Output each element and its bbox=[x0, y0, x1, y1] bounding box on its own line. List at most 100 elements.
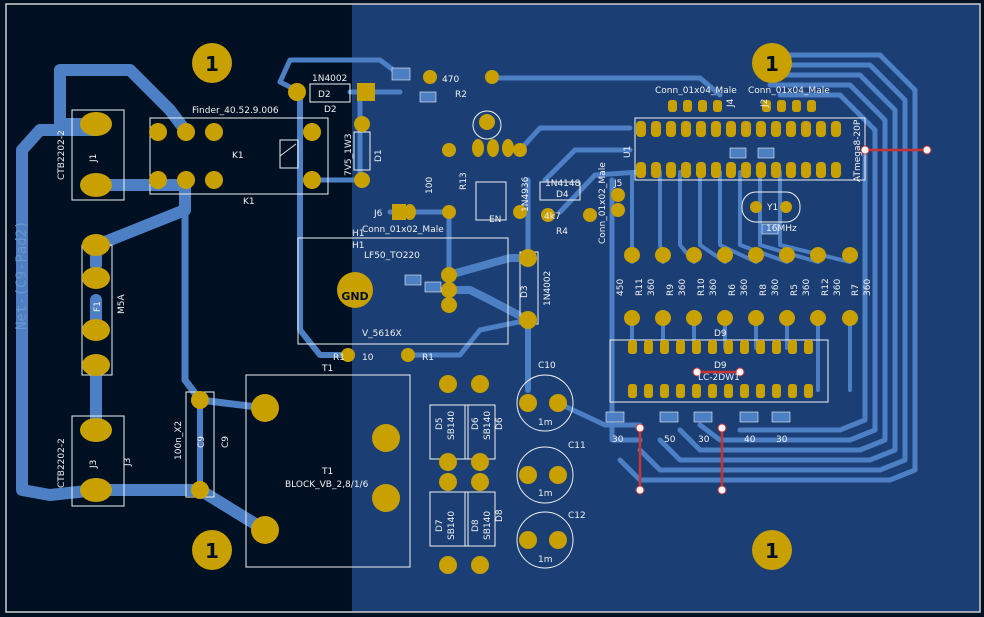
j1-ref-inner: J1 bbox=[89, 154, 99, 163]
res-val-r11: 360 bbox=[647, 279, 657, 296]
j1-value: CTB2202-2 bbox=[57, 130, 67, 180]
mounting-hole-1 bbox=[192, 43, 232, 83]
r1-value: 10 bbox=[362, 353, 374, 363]
j6-value: Conn_01x02_Male bbox=[362, 225, 444, 235]
d3-value: 1N4002 bbox=[543, 271, 553, 306]
h1-value: LF50_TO220 bbox=[364, 251, 420, 261]
u1-value: ATmega8-20P bbox=[853, 119, 863, 182]
y1-value: 16MHz bbox=[766, 224, 797, 234]
silkscreen-outlines bbox=[71, 83, 866, 569]
h1-ref: H1 bbox=[352, 229, 365, 239]
r13-ref: R13 bbox=[459, 172, 469, 190]
j6-ref: J6 bbox=[373, 209, 383, 219]
t1-value: BLOCK_VB_2,8/1/6 bbox=[285, 480, 369, 490]
res-val-r7: 360 bbox=[863, 279, 873, 296]
c9-ref: C9 bbox=[197, 436, 207, 448]
j4-value: Conn_01x04_Male bbox=[655, 86, 737, 96]
k1-value: Finder_40.52.9.006 bbox=[192, 106, 279, 116]
d5-ref: D5 bbox=[435, 417, 445, 430]
mounting-hole-4 bbox=[752, 530, 792, 570]
r4-ref: R4 bbox=[556, 227, 568, 237]
j5-ref: J5 bbox=[613, 179, 622, 189]
res-ref-r9: R9 bbox=[666, 284, 676, 296]
d2-ref: D2 bbox=[318, 90, 331, 100]
c11-value: 1m bbox=[538, 489, 553, 499]
mounting-hole-label-4: 1 bbox=[765, 539, 779, 563]
d1-ref: D1 bbox=[374, 149, 384, 162]
c9-ref-2: C9 bbox=[221, 436, 231, 448]
res-val-r9: 360 bbox=[678, 279, 688, 296]
r1-ref-2: R1 bbox=[422, 353, 434, 363]
h1-ref-2: H1 bbox=[352, 241, 365, 251]
d2-ref-2: D2 bbox=[324, 105, 337, 115]
d5-value: SB140 bbox=[447, 411, 457, 440]
mounting-hole-label-2: 1 bbox=[765, 52, 779, 76]
c9-value: 100n_X2 bbox=[174, 421, 184, 460]
res-ref-r10: R10 bbox=[697, 278, 707, 296]
res-ref-r6: R6 bbox=[728, 284, 738, 296]
c10-value: 1m bbox=[538, 418, 553, 428]
j2-ref: J2 bbox=[760, 99, 770, 108]
r2-ref: R2 bbox=[455, 90, 467, 100]
mcu-pins bbox=[636, 121, 841, 178]
res-ref-r12: R12 bbox=[821, 278, 831, 296]
j3-value: CTB2202-2 bbox=[57, 438, 67, 488]
d6-value: SB140 bbox=[483, 411, 493, 440]
d8-ref: D8 bbox=[471, 519, 481, 532]
bottom-cap-5: 30 bbox=[776, 435, 788, 445]
res-val-r12: 360 bbox=[833, 279, 843, 296]
j3-ref-inner: J3 bbox=[89, 460, 99, 469]
mounting-hole-label-1: 1 bbox=[205, 52, 219, 76]
c12-value: 1m bbox=[538, 555, 553, 565]
j4-ref: J4 bbox=[726, 98, 736, 108]
res-ref-r7: R7 bbox=[851, 284, 861, 296]
regulator-value: V_5616X bbox=[362, 329, 402, 339]
d1-value: 7V5_1W3 bbox=[344, 134, 354, 176]
res-val-r6: 360 bbox=[740, 279, 750, 296]
k1-ref-2: K1 bbox=[243, 197, 255, 207]
d8-value: SB140 bbox=[483, 511, 493, 540]
diode-value: 1N4936 bbox=[521, 176, 531, 212]
f1-value: M5A bbox=[117, 294, 127, 314]
gnd-label: GND bbox=[341, 290, 368, 303]
bottom-cap-3: 30 bbox=[698, 435, 710, 445]
d4-value: 1N4148 bbox=[545, 179, 581, 189]
k1-ref: K1 bbox=[232, 151, 244, 161]
r2-value: 470 bbox=[442, 75, 459, 85]
res-val-r8: 360 bbox=[771, 279, 781, 296]
res-val-r10: 360 bbox=[709, 279, 719, 296]
t1-ref: T1 bbox=[321, 364, 333, 374]
res-ref-r8: R8 bbox=[759, 284, 769, 296]
res-val-r5: 360 bbox=[802, 279, 812, 296]
regulator-tab-pad bbox=[337, 272, 373, 308]
c11-ref: C11 bbox=[568, 441, 586, 451]
front-copper-tracks bbox=[638, 148, 927, 490]
resistor-450: 450 bbox=[616, 279, 626, 296]
r1-ref: R1 bbox=[333, 353, 345, 363]
bottom-cap-2: 50 bbox=[664, 435, 676, 445]
mounting-hole-label-3: 1 bbox=[205, 539, 219, 563]
r4-value: 4k7 bbox=[544, 212, 561, 222]
pads bbox=[80, 43, 858, 574]
d6-ref-2: D6 bbox=[495, 417, 505, 430]
d6-ref: D6 bbox=[471, 417, 481, 430]
relay-coil-diag bbox=[279, 143, 297, 157]
d9-value: LC-2DW1 bbox=[698, 373, 740, 383]
net-label: Net-(C9-Pad2) bbox=[14, 220, 30, 330]
y1-ref: Y1 bbox=[766, 203, 778, 213]
smd-parts bbox=[391, 67, 791, 423]
d7-value: SB140 bbox=[447, 511, 457, 540]
mounting-hole-3 bbox=[192, 530, 232, 570]
mounting-hole-2 bbox=[752, 43, 792, 83]
r3-value: 100 bbox=[425, 177, 435, 194]
c12-ref: C12 bbox=[568, 511, 586, 521]
d3-ref: D3 bbox=[520, 285, 530, 298]
en-label: EN bbox=[489, 215, 501, 225]
t1-ref-2: T1 bbox=[321, 467, 333, 477]
u1-ref: U1 bbox=[623, 146, 633, 158]
f1-ref: F1 bbox=[93, 301, 103, 312]
bottom-cap-1: 30 bbox=[612, 435, 624, 445]
res-ref-r5: R5 bbox=[790, 284, 800, 296]
